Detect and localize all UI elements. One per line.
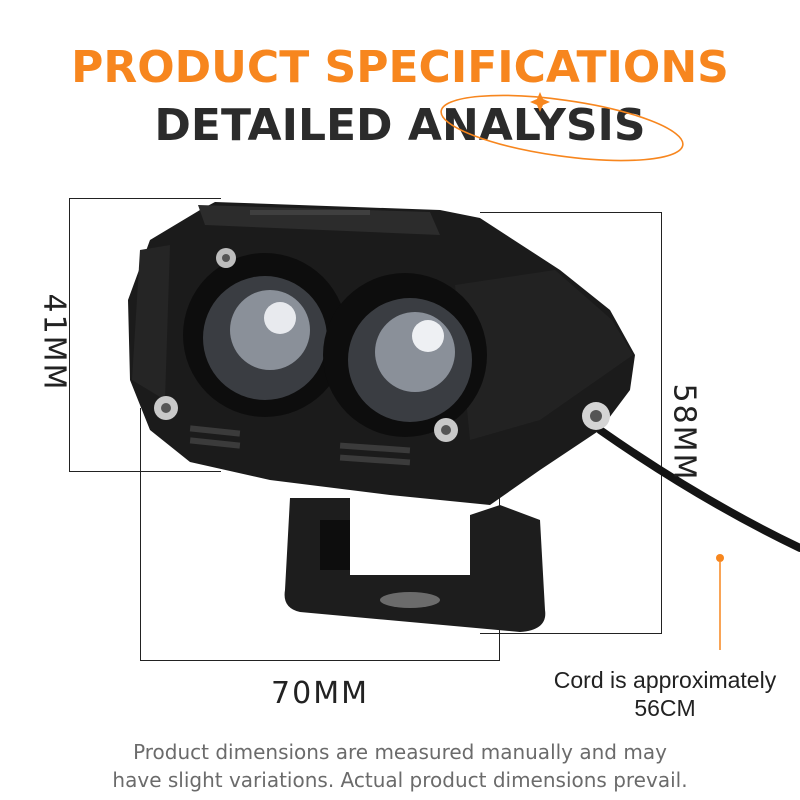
page-subtitle: DETAILED ANALYSIS [154, 100, 646, 151]
dimension-box-front [69, 198, 221, 472]
footer-disclaimer: Product dimensions are measured manually… [0, 738, 800, 794]
dimension-width: 70MM [271, 676, 369, 711]
footer-line1: Product dimensions are measured manually… [133, 740, 667, 764]
cord-note-line1: Cord is approximately [553, 667, 777, 693]
cord-length-note: Cord is approximately 56CM [530, 666, 800, 722]
footer-line2: have slight variations. Actual product d… [112, 768, 688, 792]
cord-note-line2: 56CM [634, 695, 696, 721]
page-title: PRODUCT SPECIFICATIONS [71, 42, 729, 93]
dimension-box-side [480, 212, 662, 634]
